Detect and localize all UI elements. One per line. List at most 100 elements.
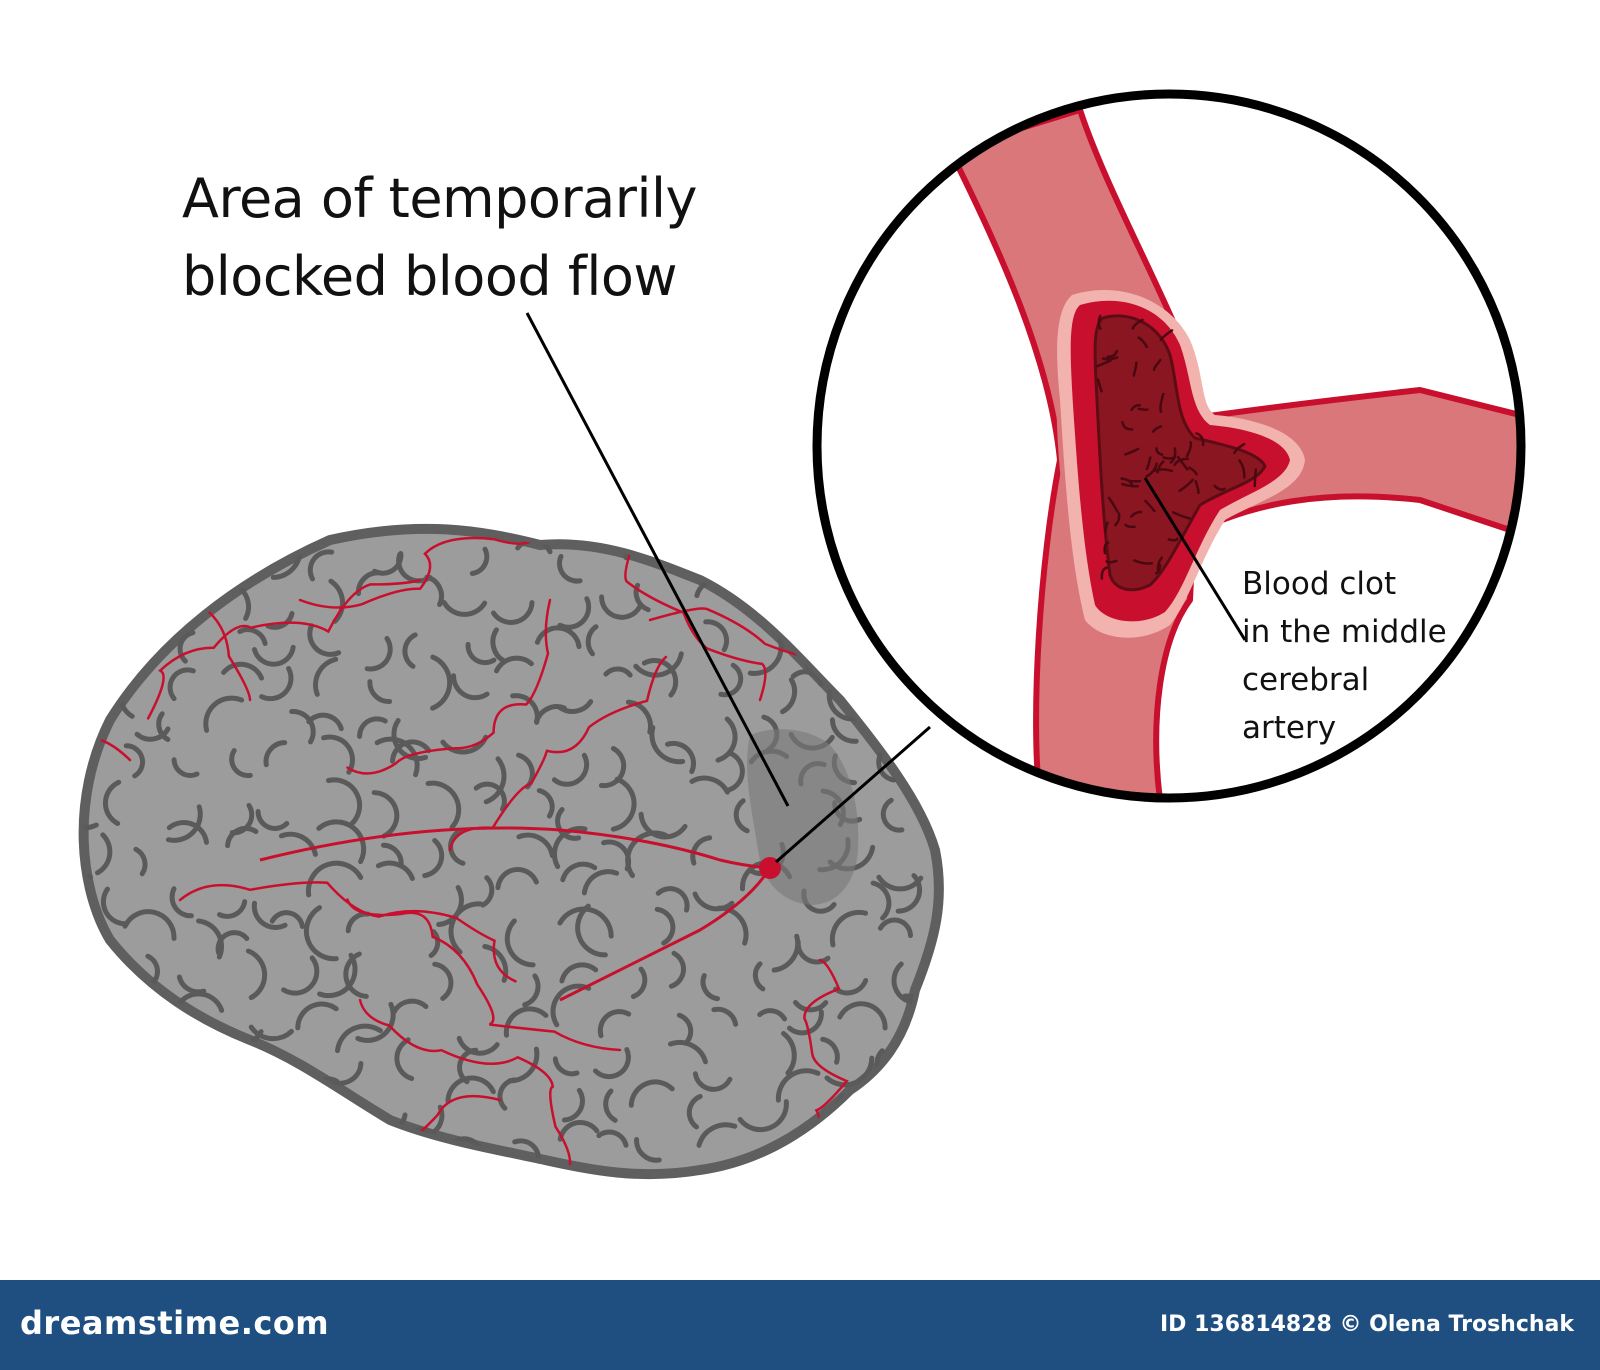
gyrus-fold	[593, 1047, 631, 1080]
gyrus-fold	[422, 838, 445, 879]
gyrus-fold	[625, 830, 669, 879]
gyrus-fold	[269, 910, 305, 929]
clot-fibre	[1253, 468, 1258, 488]
gyrus-fold	[559, 962, 599, 984]
gyrus-fold	[895, 873, 923, 914]
gyrus-fold	[326, 777, 363, 827]
gyrus-fold	[53, 577, 71, 608]
gyrus-fold	[692, 891, 735, 912]
gyrus-fold	[207, 543, 245, 560]
gyrus-fold	[824, 1055, 875, 1088]
gyrus-fold	[757, 587, 783, 621]
gyrus-fold	[83, 668, 114, 684]
title-leader-line	[525, 312, 790, 807]
gyrus-fold	[780, 677, 798, 715]
gyrus-fold	[225, 825, 259, 849]
gyrus-fold	[490, 627, 507, 664]
gyrus-fold	[887, 1078, 935, 1101]
gyrus-fold	[113, 528, 165, 541]
blood-vessel	[803, 958, 849, 1156]
gyrus-fold	[551, 826, 588, 870]
clot-fibre	[1145, 456, 1152, 471]
clot-fibre	[1238, 459, 1246, 479]
clot-fibre	[1156, 460, 1165, 474]
gyrus-fold	[83, 604, 117, 628]
gyrus-fold	[668, 1039, 708, 1065]
gyrus-fold	[550, 983, 592, 1028]
title-line-2: blocked blood flow	[182, 245, 678, 308]
magnifier-ring	[812, 89, 1526, 803]
gyrus-fold	[641, 658, 679, 698]
gyrus-fold	[265, 611, 295, 630]
gyrus-fold	[480, 875, 495, 908]
gyrus-fold	[557, 906, 614, 939]
gyrus-fold	[119, 1021, 153, 1047]
gyrus-fold	[126, 1060, 168, 1078]
clot-fibre	[1105, 559, 1118, 564]
gyrus-fold	[898, 1117, 922, 1166]
gyrus-fold	[295, 1001, 339, 1031]
blood-clot-core	[1093, 314, 1267, 592]
clot-fibre	[1195, 432, 1205, 447]
gyrus-fold	[690, 835, 713, 866]
gyrus-fold	[491, 600, 535, 625]
blood-vessel	[178, 881, 517, 983]
gyrus-fold	[425, 780, 462, 830]
clot-fibre	[1154, 564, 1162, 575]
gyrus-fold	[100, 886, 130, 927]
gyrus-fold	[371, 790, 400, 839]
gyrus-fold	[360, 1128, 388, 1157]
gyrus-fold	[598, 746, 627, 789]
gyrus-fold	[692, 1071, 733, 1092]
gyrus-fold	[775, 1068, 821, 1103]
blood-vessel	[346, 898, 622, 1052]
clot-fibre	[1120, 477, 1134, 486]
gyrus-fold	[374, 736, 420, 778]
blood-vessel	[259, 826, 771, 870]
gyrus-fold	[123, 743, 146, 779]
gyrus-fold	[473, 781, 507, 812]
gyrus-fold	[552, 1056, 580, 1077]
footer-brand[interactable]: dreamstime.com	[20, 1304, 330, 1342]
clot-fibre	[1176, 455, 1189, 471]
clot-fibre	[1133, 559, 1154, 565]
gyrus-fold	[316, 819, 367, 865]
gyrus-fold	[668, 950, 686, 989]
gyrus-fold	[375, 860, 415, 881]
gyrus-fold	[255, 809, 290, 831]
gyrus-fold	[381, 842, 404, 868]
gyrus-fold	[129, 1149, 165, 1175]
gyrus-fold	[581, 869, 620, 896]
gyrus-fold	[171, 757, 200, 778]
gyrus-fold	[870, 880, 892, 921]
gyrus-fold	[390, 739, 432, 764]
gyrus-fold	[432, 961, 454, 1001]
gyrus-fold	[254, 1093, 269, 1131]
clot-label-line-2: in the middle	[1242, 614, 1447, 650]
gyrus-fold	[757, 1008, 787, 1022]
clot-texture	[1095, 314, 1258, 580]
clot-point	[759, 857, 781, 879]
clot-fibre	[1188, 466, 1198, 476]
gyrus-fold	[725, 750, 745, 793]
clot-fibre	[1106, 349, 1119, 359]
gyrus-fold	[649, 725, 686, 765]
gyrus-fold	[676, 1012, 694, 1046]
gyrus-fold	[342, 1122, 368, 1163]
gyrus-fold	[842, 641, 874, 675]
gyrus-fold	[737, 1099, 789, 1133]
clot-fibre	[1151, 425, 1163, 433]
gyrus-fold	[733, 798, 750, 834]
gyrus-fold	[237, 627, 268, 646]
gyrus-fold	[557, 1120, 600, 1142]
clot-fibre	[1171, 511, 1191, 520]
gyrus-fold	[603, 666, 633, 678]
gyrus-fold	[313, 656, 339, 697]
gyrus-fold	[768, 530, 791, 573]
gyrus-fold	[245, 948, 268, 1001]
gyrus-fold	[585, 624, 599, 657]
gyrus-fold	[787, 1009, 824, 1036]
footer-bar: dreamstime.com ID 136814828 © Olena Tros…	[0, 1280, 1600, 1370]
clot-label: Blood clot in the middle cerebral artery	[1242, 560, 1447, 752]
gyrus-fold	[516, 832, 555, 859]
